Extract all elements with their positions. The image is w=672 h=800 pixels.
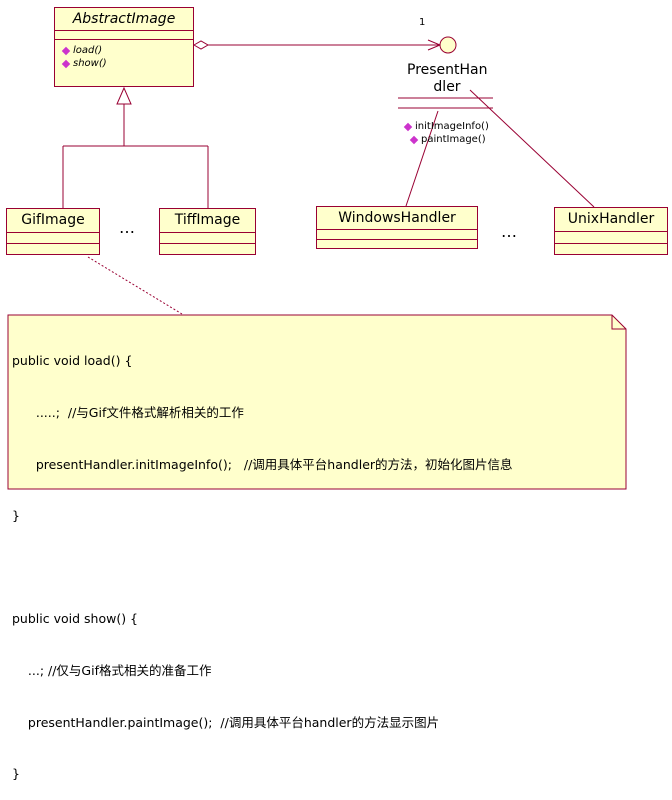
ellipsis-handler: … bbox=[501, 222, 517, 241]
note-line: } bbox=[12, 766, 20, 782]
interface-operations: initImageInfo() paintImage() bbox=[403, 120, 489, 146]
unix-handler-class[interactable]: UnixHandler bbox=[554, 207, 668, 255]
note-line: } bbox=[12, 508, 20, 524]
note-line: presentHandler.paintImage(); //调用具体平台han… bbox=[12, 714, 440, 730]
tiff-image-class[interactable]: TiffImage bbox=[159, 208, 256, 255]
interface-lollipop bbox=[439, 36, 457, 54]
operation-icon bbox=[61, 59, 71, 68]
note-shape bbox=[7, 314, 627, 490]
operation-initimageinfo: initImageInfo() bbox=[403, 120, 489, 133]
code-note: public void load() { .....; //与Gif文件格式解析… bbox=[12, 318, 513, 800]
interface-name-line2: dler bbox=[433, 79, 461, 95]
class-name: UnixHandler bbox=[555, 208, 667, 232]
note-line: presentHandler.initImageInfo(); //调用具体平台… bbox=[12, 456, 513, 472]
aggregation-diamond bbox=[192, 40, 210, 50]
realization-windows bbox=[405, 110, 439, 207]
operation-load: load() bbox=[55, 44, 193, 57]
operation-icon bbox=[61, 46, 71, 55]
gif-image-class[interactable]: GifImage bbox=[6, 208, 100, 255]
note-line: ...; //仅与Gif格式相关的准备工作 bbox=[12, 663, 212, 679]
note-fold bbox=[611, 315, 626, 330]
operation-show: show() bbox=[55, 57, 193, 70]
class-name: GifImage bbox=[7, 209, 99, 233]
windows-handler-class[interactable]: WindowsHandler bbox=[316, 206, 478, 249]
multiplicity-label: 1 bbox=[419, 17, 426, 28]
abstract-image-class[interactable]: AbstractImage load() show() bbox=[54, 7, 194, 87]
interface-name-line1: PresentHan bbox=[407, 62, 488, 78]
interface-name[interactable]: PresentHan dler bbox=[407, 62, 488, 96]
operation-icon bbox=[403, 122, 413, 131]
class-name: TiffImage bbox=[160, 209, 255, 233]
generalization-triangle bbox=[116, 86, 132, 105]
ellipsis-image: … bbox=[119, 218, 135, 237]
note-line: public void load() { bbox=[12, 353, 133, 369]
note-anchor bbox=[87, 256, 183, 315]
class-name: AbstractImage bbox=[55, 8, 193, 31]
connectors bbox=[7, 36, 627, 490]
realization-unix bbox=[469, 89, 595, 208]
note-line bbox=[12, 559, 513, 576]
operation-paintimage: paintImage() bbox=[403, 133, 489, 146]
note-line: public void show() { bbox=[12, 611, 138, 627]
class-name: WindowsHandler bbox=[317, 207, 477, 230]
note-line: .....; //与Gif文件格式解析相关的工作 bbox=[12, 405, 244, 421]
operation-icon bbox=[409, 135, 419, 144]
